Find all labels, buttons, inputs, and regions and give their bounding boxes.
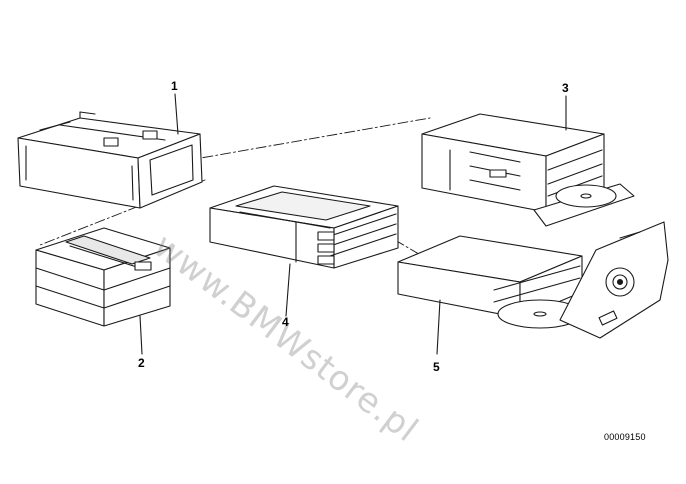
part-4-cd-magazine [209,185,399,269]
part-5-cd-changer-open [397,221,669,339]
callout-5: 5 [433,360,440,374]
callout-4: 4 [282,315,289,329]
part-2-stacked-unit [35,227,171,327]
image-code: 00009150 [604,432,646,442]
callout-2: 2 [138,356,145,370]
callout-1: 1 [171,79,178,93]
part-1-mounting-bracket [17,111,203,209]
leader-lines [139,93,567,355]
callout-3: 3 [562,81,569,95]
part-3-cd-changer [421,113,635,227]
